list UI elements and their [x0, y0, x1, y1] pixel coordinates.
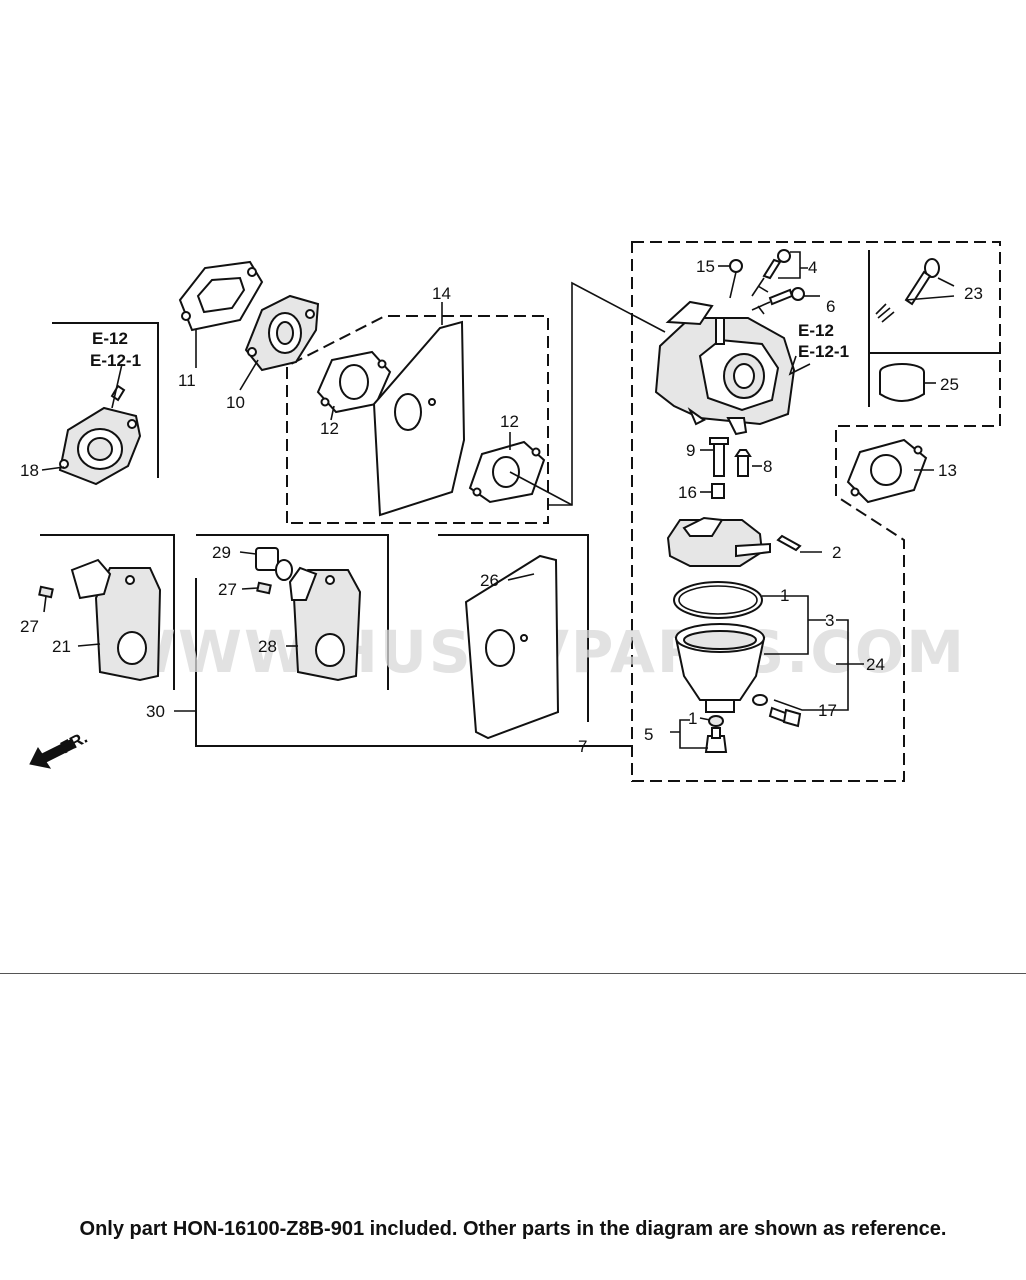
callout-30: 30	[146, 702, 165, 721]
callout-25: 25	[940, 375, 959, 394]
part-27-pin-middle	[256, 581, 272, 595]
frame-30-7-line	[195, 578, 632, 747]
part-12-gasket-left	[316, 350, 392, 414]
callout-26: 26	[480, 571, 499, 590]
part-6-screw	[751, 287, 805, 315]
part-14-plate	[372, 320, 466, 517]
part-13-gasket	[846, 438, 928, 504]
part-11-gasket	[178, 260, 264, 332]
part-12-gasket-right	[468, 440, 546, 504]
part-2-float	[666, 516, 802, 567]
callout-14: 14	[432, 284, 451, 303]
part-10-insulator	[244, 294, 320, 372]
callout-8: 8	[763, 457, 772, 476]
section-divider	[0, 973, 1026, 974]
frame-carburetor-group	[631, 241, 1001, 782]
part-18-intake-pipe	[58, 363, 142, 486]
part-28-choke-body	[288, 566, 362, 682]
callout-15: 15	[696, 257, 715, 276]
part-25-cap	[879, 363, 925, 402]
frame-21-bracket	[40, 534, 175, 690]
callout-4: 4	[808, 258, 817, 277]
part-16-jet	[711, 483, 725, 499]
frame-26-bracket	[438, 534, 589, 722]
ref-e12-right: E-12	[798, 321, 834, 340]
callout-7: 7	[578, 737, 587, 756]
callout-9: 9	[686, 441, 695, 460]
part-9-jet	[709, 437, 729, 477]
part-17-screw	[752, 694, 802, 728]
callout-24: 24	[866, 655, 885, 674]
callout-2: 2	[832, 543, 841, 562]
part-26-plate	[464, 554, 560, 740]
callout-5: 5	[644, 725, 653, 744]
part-15-screw	[729, 259, 743, 299]
part-23-pilot-screw	[875, 258, 940, 323]
frame-18-bracket	[52, 322, 159, 478]
callout-27-middle: 27	[218, 580, 237, 599]
part-carburetor-body	[654, 300, 796, 436]
ref-e12-left: E-12	[92, 329, 128, 348]
callout-1-lower: 1	[688, 709, 697, 728]
footer-note: Only part HON-16100-Z8B-901 included. Ot…	[79, 1218, 947, 1240]
callout-21: 21	[52, 637, 71, 656]
callout-29: 29	[212, 543, 231, 562]
frame-28-bracket	[196, 534, 389, 690]
ref-e12-1-left: E-12-1	[90, 351, 141, 370]
group-frames	[40, 241, 1001, 782]
callout-27-left: 27	[20, 617, 39, 636]
part-27-pin-left	[38, 585, 54, 599]
callout-6: 6	[826, 297, 835, 316]
callout-labels: 11 10 14 12 12 18 15 4 6 23 25 9 8 13 16…	[20, 257, 983, 756]
callout-13: 13	[938, 461, 957, 480]
ref-e12-1-right: E-12-1	[798, 342, 849, 361]
frame-14-connector	[548, 281, 666, 506]
callout-16: 16	[678, 483, 697, 502]
part-1-oring	[673, 581, 763, 619]
part-8-jet	[734, 449, 752, 477]
callout-18: 18	[20, 461, 39, 480]
callout-10: 10	[226, 393, 245, 412]
part-21-choke-body	[70, 558, 162, 682]
callout-3: 3	[825, 611, 834, 630]
callout-12-right: 12	[500, 412, 519, 431]
part-3-float-bowl	[674, 623, 766, 713]
part-4-screw	[751, 249, 791, 297]
part-5-drain-bolt	[704, 715, 728, 753]
part-29-collar	[255, 547, 293, 581]
callout-28: 28	[258, 637, 277, 656]
callout-12-left: 12	[320, 419, 339, 438]
callout-1-upper: 1	[780, 586, 789, 605]
callout-23: 23	[964, 284, 983, 303]
callout-11: 11	[178, 371, 196, 390]
callout-17: 17	[818, 701, 837, 720]
front-direction-arrow: FR.	[29, 728, 91, 769]
frame-14-group	[286, 315, 549, 524]
leader-lines	[41, 251, 955, 749]
